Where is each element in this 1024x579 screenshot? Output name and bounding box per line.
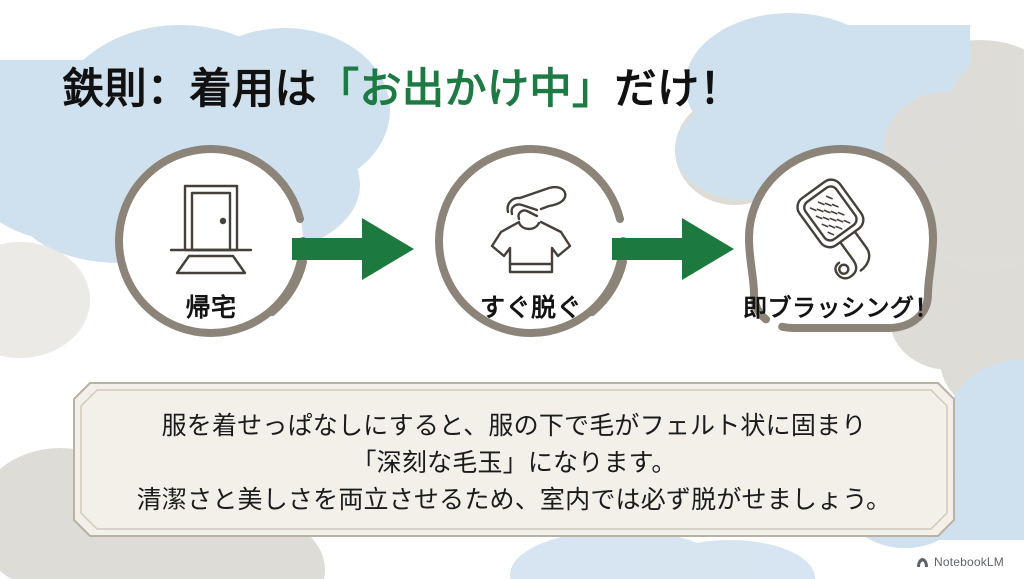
- notebooklm-label: NotebookLM: [933, 555, 1004, 569]
- title-accent: 「お出かけ中」: [317, 65, 615, 112]
- caption-line-2: 「深刻な毛玉」になります。: [351, 449, 677, 477]
- notebooklm-logo-icon: [916, 556, 929, 569]
- step-item-take-off: すぐ脱ぐ: [432, 142, 630, 340]
- step-item-return-home: 帰宅: [112, 142, 310, 340]
- caption-line-3: 清潔さと美しさを両立させるため、室内では必ず脱がせましょう。: [136, 486, 892, 514]
- step-label: すぐ脱ぐ: [479, 294, 582, 322]
- tshirt-removal-icon: [432, 176, 630, 280]
- door-icon: [112, 176, 310, 280]
- step-ring: [742, 142, 940, 340]
- step-ring: [112, 142, 310, 340]
- slide-title: 鉄則：着用は「お出かけ中」だけ！: [62, 63, 742, 116]
- title-tail: だけ！: [614, 65, 743, 112]
- notebooklm-watermark: NotebookLM: [916, 555, 1004, 569]
- caption-frame: [72, 381, 956, 538]
- slicker-brush-icon: [742, 176, 940, 280]
- cloud-blue-bottomcenter: [510, 530, 815, 579]
- cloud-gray-leftmid: [0, 242, 90, 358]
- caption-line-1: 服を着せっぱなしにすると、服の下で毛がフェルト状に固まり: [161, 412, 867, 440]
- step-ring: [432, 142, 630, 340]
- step-item-brushing: 即ブラッシング！: [742, 142, 940, 340]
- caption-text: 服を着せっぱなしにすると、服の下で毛がフェルト状に固まり 「深刻な毛玉」になりま…: [98, 408, 930, 519]
- arrow-right-icon: [292, 216, 414, 282]
- step-label: 即ブラッシング！: [743, 295, 939, 322]
- step-flow: 帰宅: [0, 142, 1024, 352]
- arrow-right-icon: [612, 216, 734, 282]
- caption-box: 服を着せっぱなしにすると、服の下で毛がフェルト状に固まり 「深刻な毛玉」になりま…: [72, 381, 956, 538]
- title-lead: 鉄則：着用は: [62, 65, 318, 112]
- step-label: 帰宅: [185, 294, 237, 322]
